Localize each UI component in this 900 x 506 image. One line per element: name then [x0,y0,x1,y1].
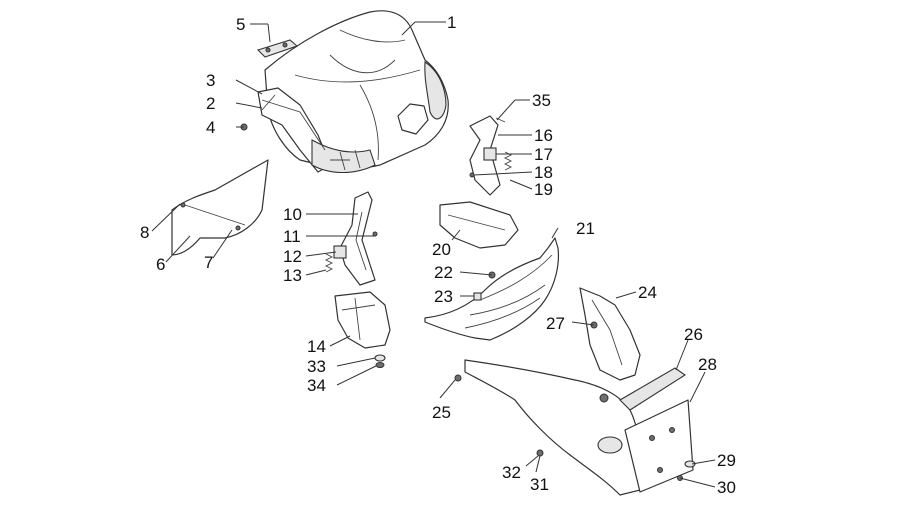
callout-25: 25 [432,403,451,422]
leader-lines [151,21,716,488]
part-badge [256,39,299,58]
callout-20: 20 [432,240,451,259]
callout-27: 27 [546,314,565,333]
callout-35: 35 [532,91,551,110]
callout-22: 22 [434,263,453,282]
callout-21: 21 [576,219,595,238]
callout-4: 4 [206,118,215,137]
part-right-hinge [469,115,513,196]
callout-32: 32 [502,463,521,482]
part-rear-mudguard [579,287,641,381]
callout-8: 8 [140,223,149,242]
callout-31: 31 [530,475,549,494]
callout-7: 7 [204,253,213,272]
callout-17: 17 [534,145,553,164]
part-inner-frame [257,87,376,173]
callout-5: 5 [236,15,245,34]
callout-19: 19 [534,180,553,199]
part-hinge-bracket [324,191,378,286]
callout-23: 23 [434,287,453,306]
callout-18: 18 [534,163,553,182]
callout-14: 14 [307,337,326,356]
callout-3: 3 [206,71,215,90]
callout-34: 34 [307,376,326,395]
callout-29: 29 [717,451,736,470]
callout-26: 26 [684,325,703,344]
callout-11: 11 [283,227,301,246]
callout-24: 24 [638,283,657,302]
part-tail-section [424,237,560,341]
callout-33: 33 [307,357,326,376]
callout-10: 10 [283,205,302,224]
part-reflector [619,367,686,411]
part-tray [439,201,519,249]
callout-28: 28 [698,355,717,374]
callout-13: 13 [283,266,302,285]
part-top-cover [264,10,449,169]
callout-30: 30 [717,478,736,497]
part-side-panel [171,159,269,256]
callout-1: 1 [447,13,456,32]
part-license-plate-holder [624,399,696,493]
part-small-cover [334,291,391,349]
callout-16: 16 [534,126,553,145]
callout-2: 2 [206,94,215,113]
callouts: 1 2 3 4 5 6 7 8 10 11 12 13 14 16 17 18 … [140,13,736,497]
part-rear-fender [464,359,642,496]
callout-6: 6 [156,255,165,274]
part-nut-washer [374,354,386,368]
callout-12: 12 [283,247,302,266]
